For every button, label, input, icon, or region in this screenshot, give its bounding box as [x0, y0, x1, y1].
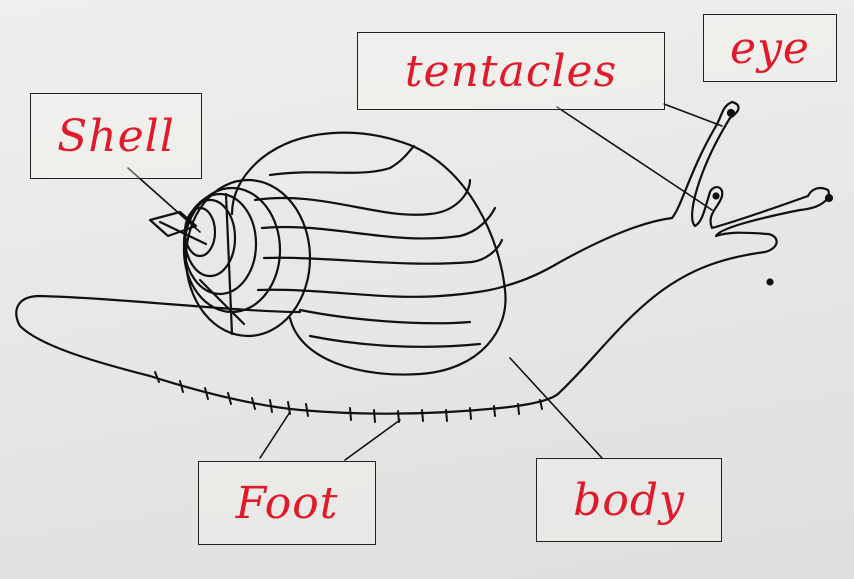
leader-line-foot-left — [260, 412, 290, 458]
shell-outline — [232, 133, 506, 375]
tentacles-label: tentacles — [358, 33, 664, 109]
eye-spot-lower — [714, 194, 719, 199]
leader-line-eye — [664, 104, 722, 126]
leader-line-foot-right — [345, 420, 400, 460]
tentacles-label-box: tentacles — [357, 32, 665, 110]
eye-spot-left — [728, 110, 734, 116]
foot-ridges — [155, 372, 542, 422]
eye-spot-right — [826, 195, 832, 201]
foot-label: Foot — [199, 462, 375, 544]
leader-lines — [128, 104, 722, 460]
eye-label-box: eye — [703, 14, 837, 82]
shell-stripes — [255, 146, 505, 347]
foot-label-box: Foot — [198, 461, 376, 545]
eye-spot-bottom — [768, 280, 773, 285]
body-label-box: body — [536, 458, 722, 542]
eye-label: eye — [704, 15, 836, 81]
shell-label-box: Shell — [30, 93, 202, 179]
leader-line-body — [510, 358, 602, 458]
shell-label: Shell — [31, 94, 201, 178]
leader-line-tentacles — [557, 107, 712, 210]
body-label: body — [537, 459, 721, 541]
